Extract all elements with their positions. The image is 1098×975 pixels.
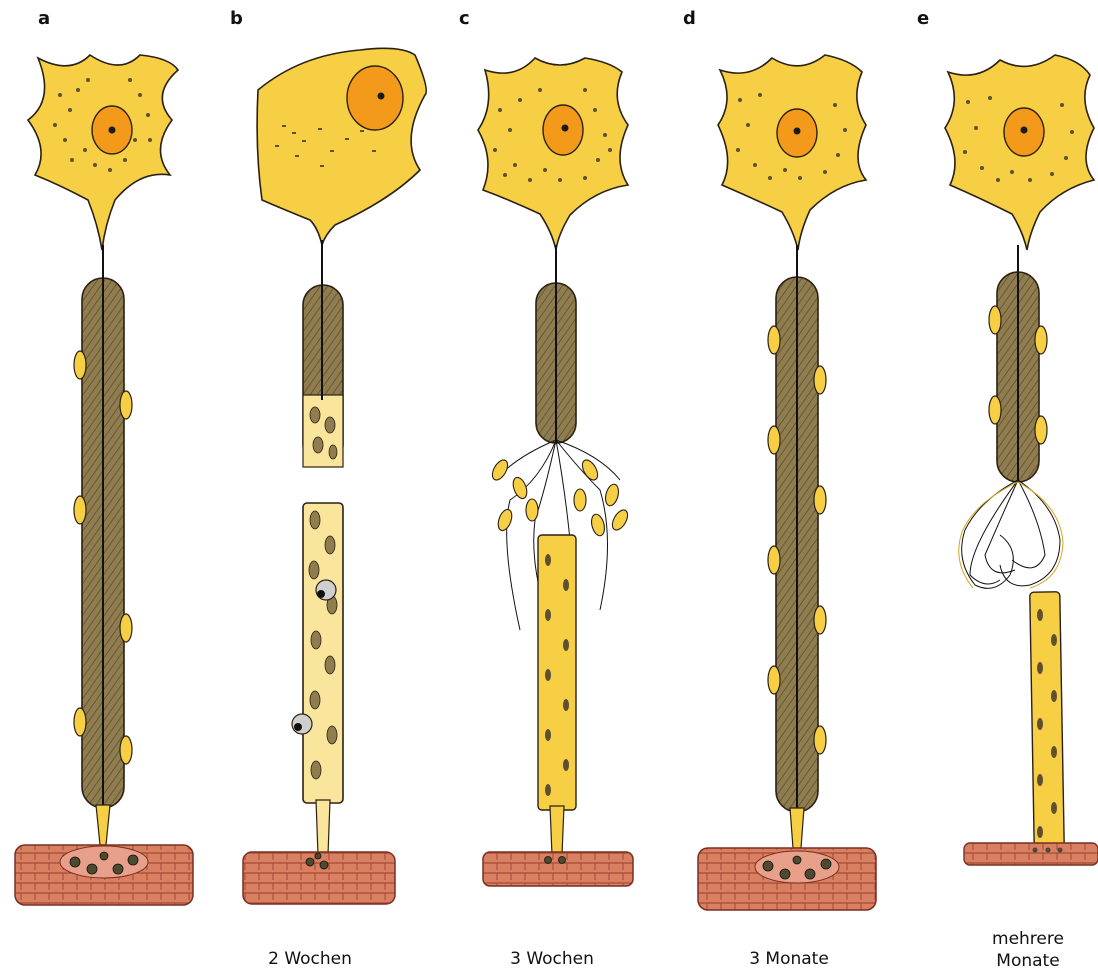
- nucleolus: [794, 128, 801, 135]
- nucleus-eccentric: [347, 66, 403, 130]
- muscle-fiber: [243, 852, 395, 904]
- neuroma-tangle: [962, 480, 1060, 588]
- panel-c: [478, 58, 633, 886]
- panel-e: [945, 55, 1098, 865]
- caption-d: 3 Monate: [709, 948, 869, 970]
- nucleolus: [378, 93, 385, 100]
- panel-d: [698, 55, 876, 910]
- nucleolus: [562, 125, 569, 132]
- caption-line: 3 Wochen: [472, 948, 632, 970]
- caption-c: 3 Wochen: [472, 948, 632, 970]
- macrophage: [292, 714, 312, 734]
- nucleolus: [109, 127, 116, 134]
- caption-e: mehrere Monate: [948, 928, 1098, 972]
- terminal-stem: [550, 806, 564, 855]
- neuron-soma: [28, 55, 178, 250]
- nucleolus: [1021, 127, 1028, 134]
- caption-line: Monate: [948, 950, 1098, 972]
- atrophic-muscle-fiber: [964, 843, 1098, 865]
- neuron-soma: [478, 58, 628, 250]
- neuron-soma-swollen: [257, 48, 426, 245]
- distal-schwann-band: [1030, 592, 1064, 847]
- panel-a: [15, 55, 193, 905]
- distal-segment: [303, 503, 343, 803]
- axon-terminal-stem: [96, 805, 110, 845]
- terminal-stem: [790, 808, 804, 848]
- caption-line: 2 Wochen: [230, 948, 390, 970]
- distal-band: [538, 535, 576, 810]
- terminal-stem: [316, 800, 330, 855]
- caption-line: 3 Monate: [709, 948, 869, 970]
- muscle-fiber: [483, 852, 633, 886]
- caption-b: 2 Wochen: [230, 948, 390, 970]
- panel-b: [243, 48, 426, 904]
- caption-line: mehrere: [948, 928, 1098, 950]
- proximal-stump-degenerating: [303, 395, 343, 467]
